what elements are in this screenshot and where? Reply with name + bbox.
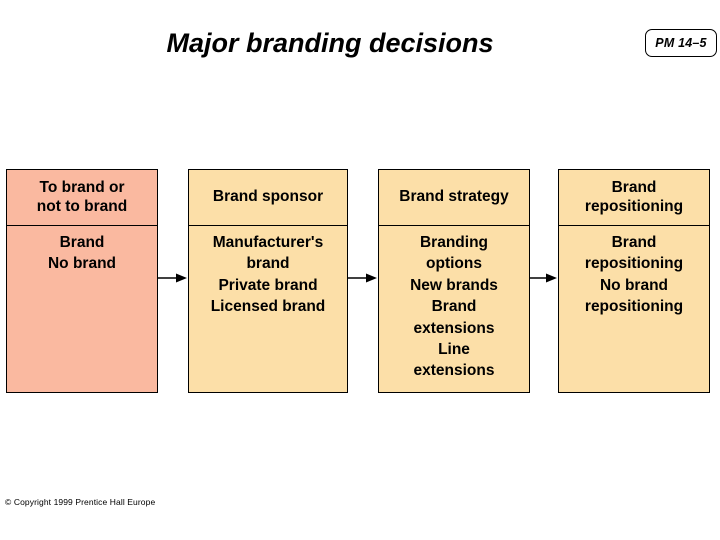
slide-number-label: PM 14–5 <box>655 36 707 50</box>
slide-number-badge: PM 14–5 <box>645 29 717 57</box>
arrow-right-icon <box>158 273 187 283</box>
arrow-right-icon <box>530 273 557 283</box>
flow-box-body: Brand No brand <box>47 234 117 273</box>
flow-box-header: Brand repositioning <box>559 170 709 226</box>
page-title: Major branding decisions <box>166 28 494 58</box>
flow-box-brand-strategy: Brand strategy Branding options New bran… <box>378 169 530 393</box>
flow-box-body: Manufacturer's brand Private brand Licen… <box>210 234 326 316</box>
arrow-right-icon <box>348 273 377 283</box>
flow-box-brand-sponsor: Brand sponsor Manufacturer's brand Priva… <box>188 169 348 393</box>
connector-1 <box>158 270 188 286</box>
connector-2 <box>348 270 378 286</box>
flow-box-body: Brand repositioning No brand repositioni… <box>584 234 684 316</box>
flow-box-header: Brand strategy <box>379 170 529 226</box>
flow-box-header: To brand or not to brand <box>7 170 157 226</box>
flow-box-body: Branding options New brands Brand extens… <box>410 234 498 380</box>
copyright-notice: © Copyright 1999 Prentice Hall Europe <box>5 497 156 507</box>
flow-box-to-brand-or-not-to-brand: To brand or not to brand Brand No brand <box>6 169 158 393</box>
flow-box-header: Brand sponsor <box>189 170 347 226</box>
flow-box-brand-repositioning: Brand repositioning Brand repositioning … <box>558 169 710 393</box>
connector-3 <box>530 270 558 286</box>
